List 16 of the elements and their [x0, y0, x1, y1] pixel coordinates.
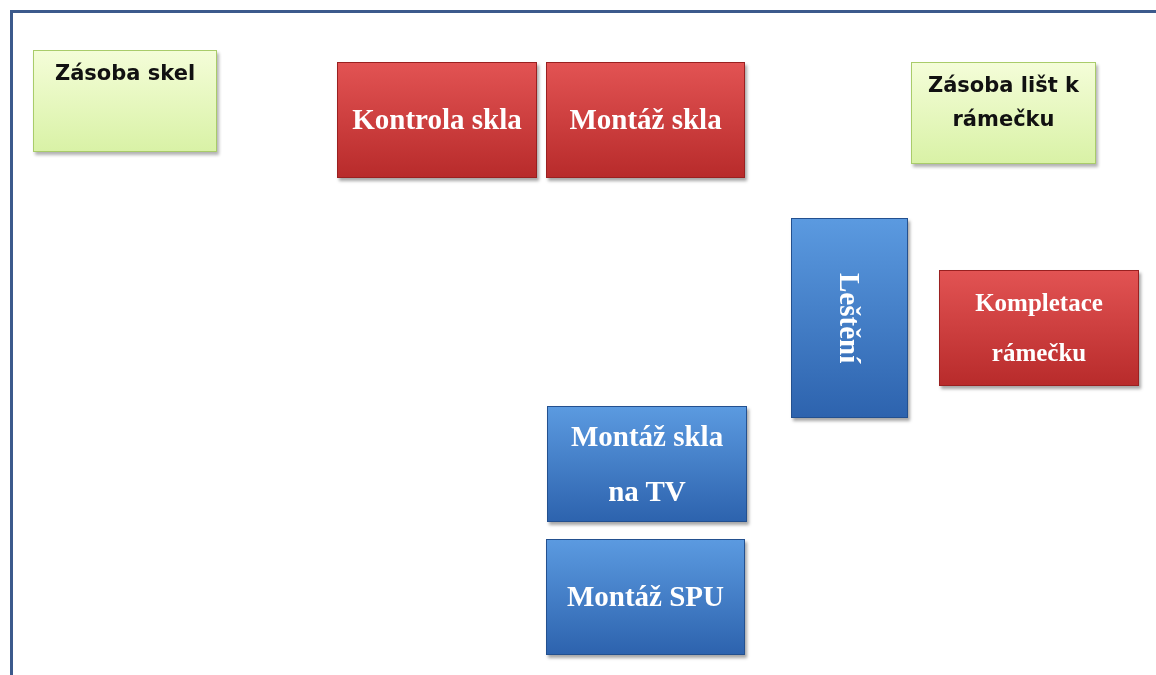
- process-box: [547, 406, 747, 522]
- stock-box: [911, 62, 1096, 164]
- stock-box: [33, 50, 217, 152]
- box-label: Montáž skla na TV: [569, 418, 725, 509]
- process-box: [546, 62, 745, 178]
- box-label: Kontrola skla: [352, 102, 522, 138]
- box-label: Zásoba lišt k rámečku: [926, 72, 1081, 133]
- process-box: [939, 270, 1139, 386]
- box-label: Kompletace rámečku: [974, 288, 1104, 368]
- box-label: Montáž SPU: [566, 579, 725, 615]
- box-label: Leštění: [833, 272, 868, 364]
- box-label: Montáž skla: [569, 102, 722, 138]
- process-box: [337, 62, 537, 178]
- process-box: [546, 539, 745, 655]
- process-box: [791, 218, 908, 418]
- box-label: Zásoba skel: [54, 60, 196, 87]
